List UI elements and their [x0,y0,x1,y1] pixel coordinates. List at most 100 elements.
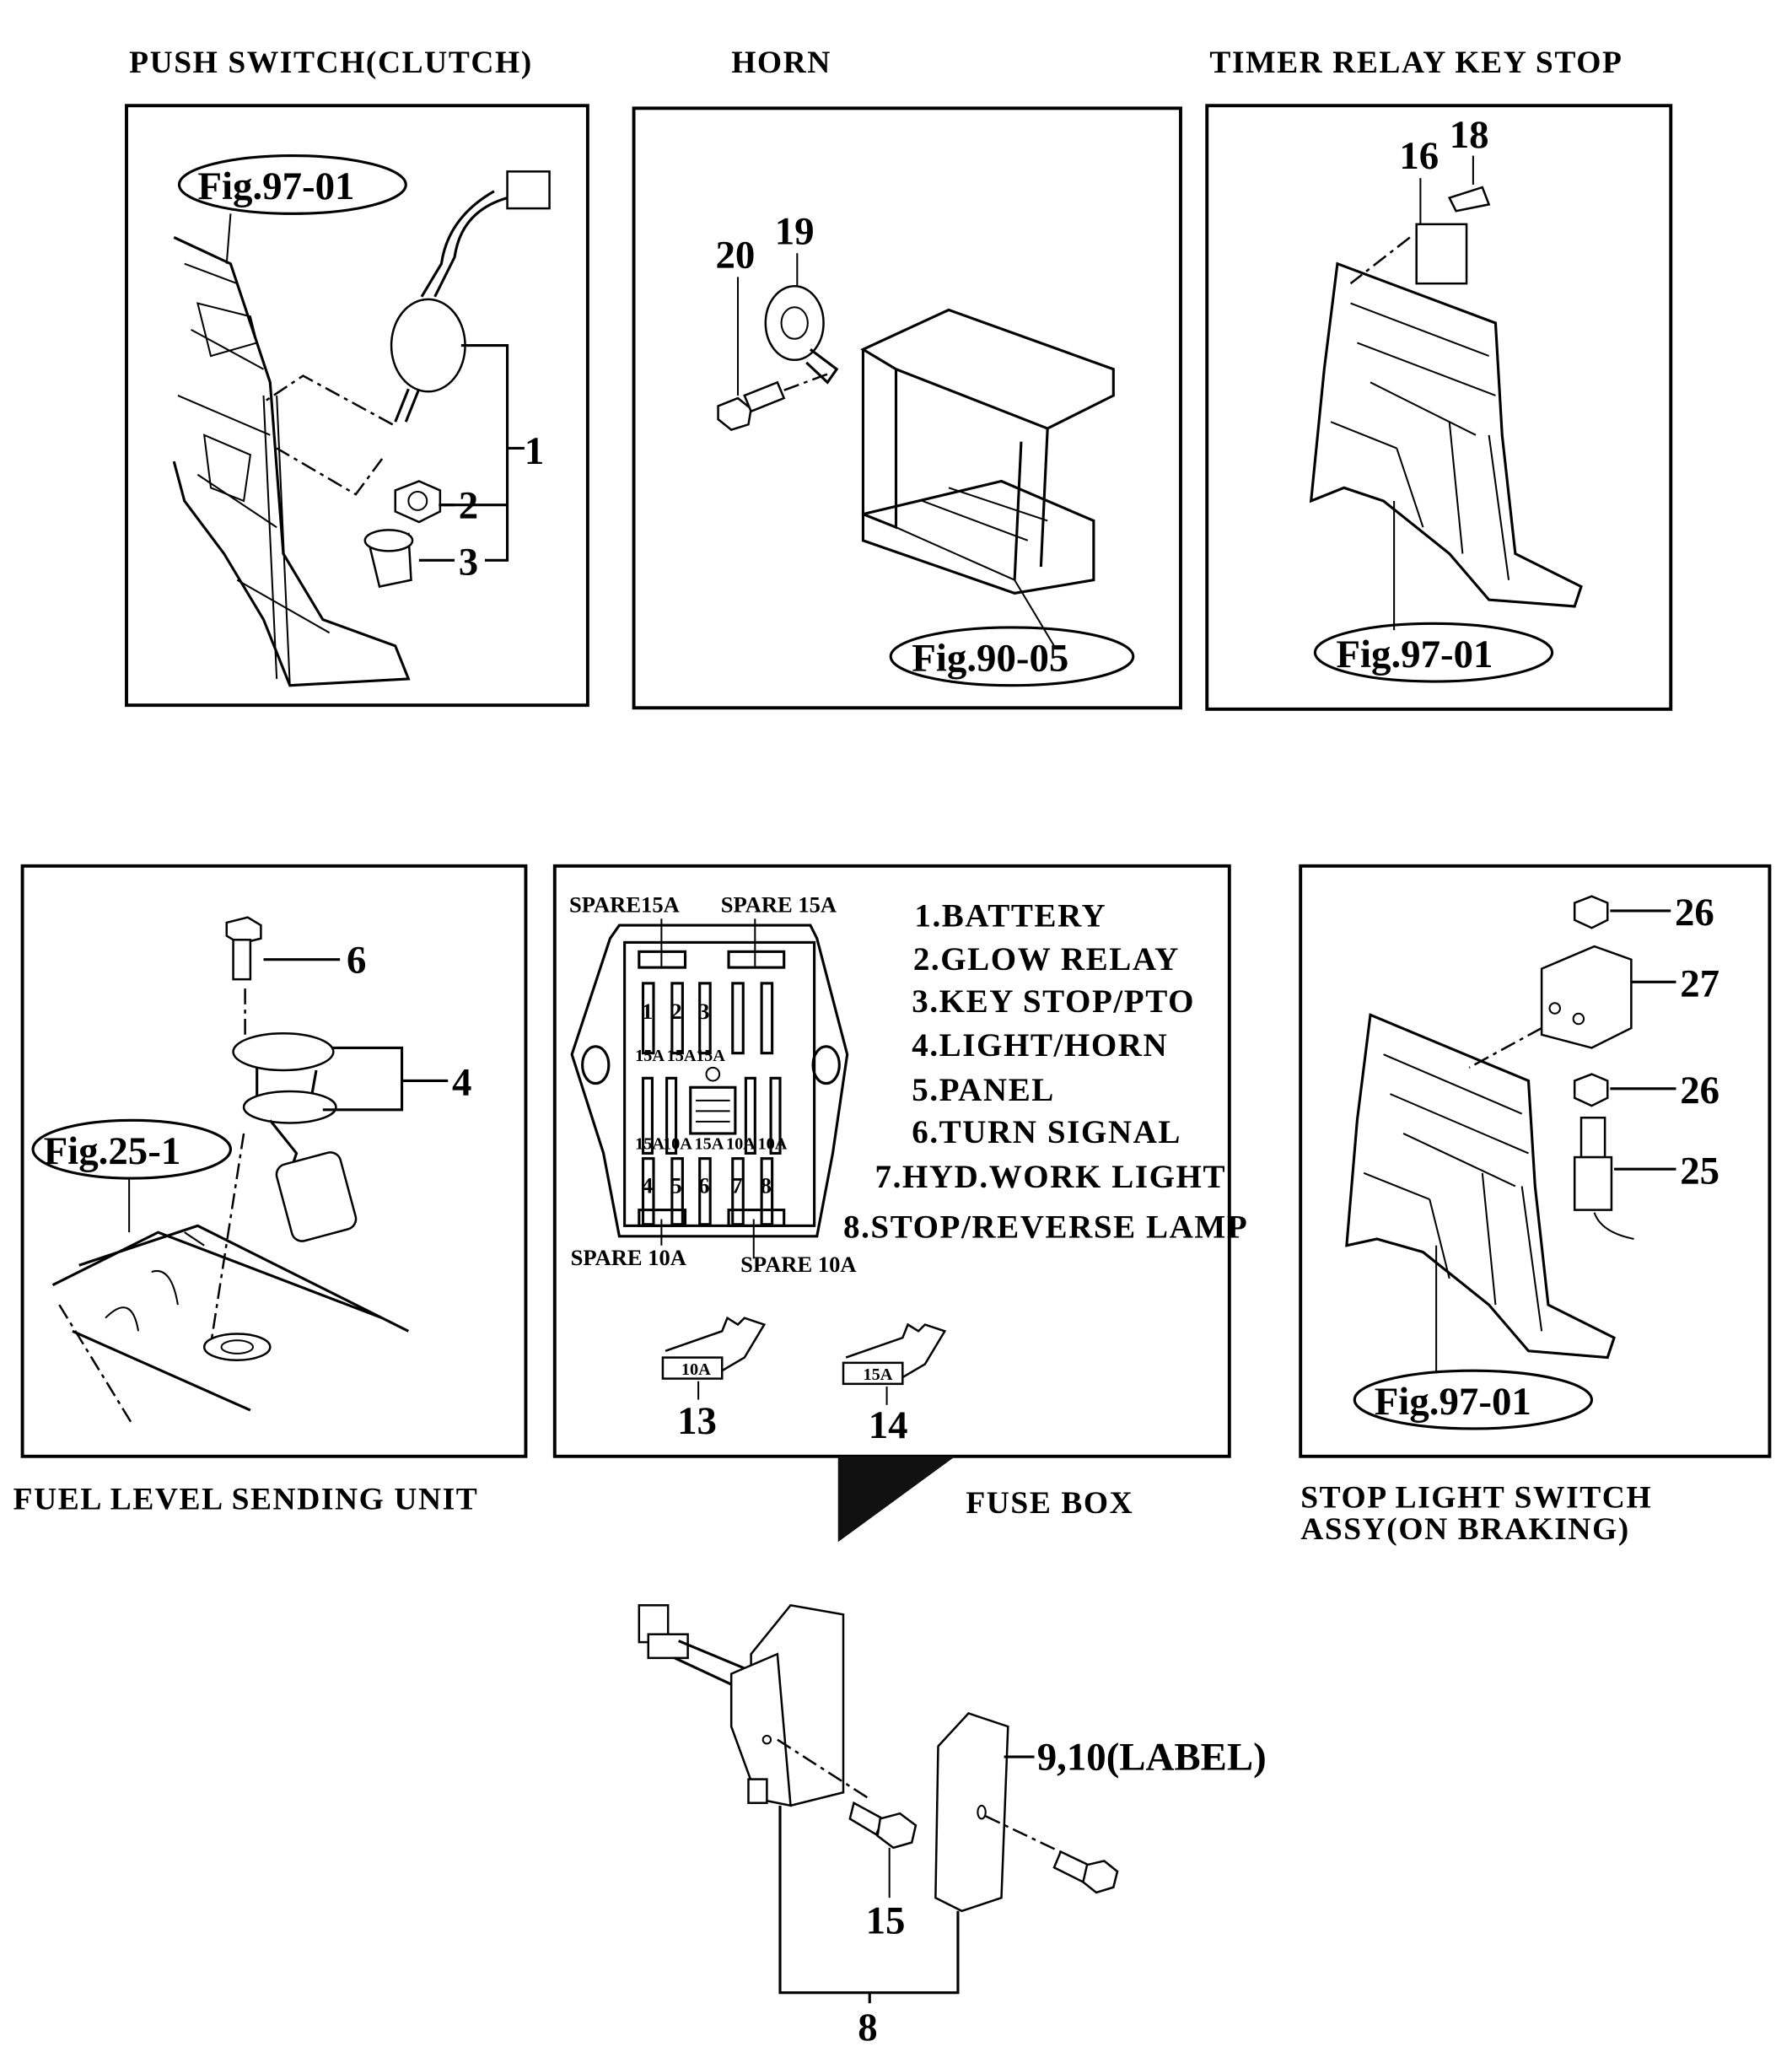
sending-unit-part [232,1031,358,1242]
callout-4: 4 [452,1061,471,1105]
slot-number: 1 [642,999,653,1024]
fuse-legend: 1.BATTERY 2.GLOW RELAY 3.KEY STOP/PTO 4.… [843,898,1248,1246]
legend-item: 2.GLOW RELAY [913,941,1180,977]
tank-drawing [51,1224,410,1412]
fig-reference-ellipse [177,154,407,215]
panel-fuel-level: FUEL LEVEL SENDING UNIT 6 4 Fig.25-1 [13,864,528,1516]
callout-13: 13 [677,1399,717,1443]
callout-8: 8 [858,2006,877,2049]
callout-26a: 26 [1675,891,1714,934]
blade-fuse-10a: 10A 13 [661,1316,767,1443]
bolt-part [225,916,262,981]
fuse-box-assembly: 15 9,10(LABEL) 8 [638,1603,1267,2049]
callout-1: 1 [525,429,544,473]
legend-item: 8.STOP/REVERSE LAMP [843,1209,1248,1245]
panel-timer-relay: TIMER RELAY KEY STOP 16 18 Fig.97-01 [1205,46,1673,711]
callout-15: 15 [866,1898,906,1942]
pointer-triangle [837,1456,955,1543]
fig-reference: Fig.90-05 [912,637,1068,681]
slot-number: 3 [698,999,709,1024]
fig-reference: Fig.97-01 [1336,633,1493,676]
panel-frame [1205,104,1673,711]
panel-fuse-box: SPARE15A SPARE 15A 1 2 3 [552,864,1248,1543]
panel-title: FUSE BOX [966,1486,1133,1521]
panel-title: TIMER RELAY KEY STOP [1209,46,1622,80]
fig-reference: Fig.97-01 [1375,1380,1531,1424]
callout-3: 3 [459,540,478,584]
callout-9-10-label: 9,10(LABEL) [1037,1736,1267,1780]
legend-item: 7.HYD.WORK LIGHT [875,1159,1227,1195]
bushing-part [363,529,414,589]
panel-frame [1299,864,1772,1458]
panel-frame [632,106,1182,710]
fig-reference-ellipse [889,626,1135,687]
bolt-part [717,380,786,431]
legend-item: 6.TURN SIGNAL [912,1114,1181,1150]
panel-push-switch: PUSH SWITCH(CLUTCH) Fig.97-01 1 2 3 [125,46,589,708]
panel-stop-light: STOP LIGHT SWITCH ASSY(ON BRAKING) 26 27… [1299,864,1772,1547]
legend-item: 5.PANEL [912,1072,1055,1108]
slot-number: 2 [670,999,681,1024]
fuse-rating: 10A [681,1360,711,1379]
relay-part [1415,223,1468,285]
nut-part [394,480,442,524]
slot-number: 5 [670,1172,681,1198]
fig-reference: Fig.97-01 [197,164,354,208]
panel-title: HORN [731,46,831,80]
spare-label-bottom-left: SPARE 10A [571,1245,686,1270]
switch-part [1573,1116,1634,1240]
legend-item: 3.KEY STOP/PTO [912,983,1195,1020]
panel-frame [20,864,528,1458]
fuse-box-body [729,1603,845,1807]
fig-reference: Fig.25-1 [44,1129,181,1173]
slot-numbers-bottom: 4 5 6 7 8 [642,1172,772,1198]
callout-2: 2 [459,483,478,527]
callout-14: 14 [869,1403,908,1447]
screw-part [848,1801,918,1850]
fuse-rating: 15A [667,1047,697,1065]
ratings-mid: 15A 10A 15A 10A 10A [635,1135,788,1154]
panel-title: FUEL LEVEL SENDING UNIT [13,1482,479,1516]
fig-reference-ellipse [31,1118,232,1180]
spare-label-bottom-right: SPARE 10A [740,1252,856,1277]
panel-frame [125,104,589,708]
fig-reference-ellipse [1313,622,1554,683]
horn-part [764,285,839,385]
fuse-rating: 10A [757,1135,787,1154]
nut-part [1573,895,1609,929]
frame-drawing [1345,1013,1616,1360]
callout-27: 27 [1680,961,1719,1005]
callout-19: 19 [775,209,815,253]
slot-numbers-top: 1 2 3 [642,999,709,1024]
spare-label-top-right: SPARE 15A [721,891,837,917]
blade-fuse-15a: 15A 14 [842,1322,947,1447]
callout-25: 25 [1680,1149,1719,1193]
fuse-rating: 15A [696,1047,725,1065]
screw-part [1447,186,1491,213]
nut-part [1573,1073,1609,1107]
panel-horn: HORN 20 19 Fig.90-05 [632,46,1182,710]
panel-title-line1: STOP LIGHT SWITCH [1300,1481,1652,1516]
spare-label-top-left: SPARE15A [569,891,680,917]
slot-number: 4 [642,1172,653,1198]
fuse-box-drawing [570,918,849,1259]
slot-number: 8 [761,1172,772,1198]
slot-number: 6 [698,1172,709,1198]
bracket-part [1540,945,1633,1049]
frame-drawing [172,236,411,687]
fuse-rating: 15A [863,1365,892,1384]
ratings-top: 15A 15A 15A [635,1047,725,1065]
push-switch-part [390,170,551,423]
bracket-frame [860,308,1115,595]
panel-title-line2: ASSY(ON BRAKING) [1300,1512,1630,1547]
fuse-rating: 15A [635,1135,665,1154]
fuse-rating: 10A [726,1135,756,1154]
label-cover-part [934,1712,1009,1913]
screw-part [1052,1850,1119,1894]
callout-16: 16 [1399,134,1439,178]
slot-number: 7 [731,1172,742,1198]
frame-drawing [1309,261,1583,608]
fig-reference-ellipse [1353,1369,1594,1430]
